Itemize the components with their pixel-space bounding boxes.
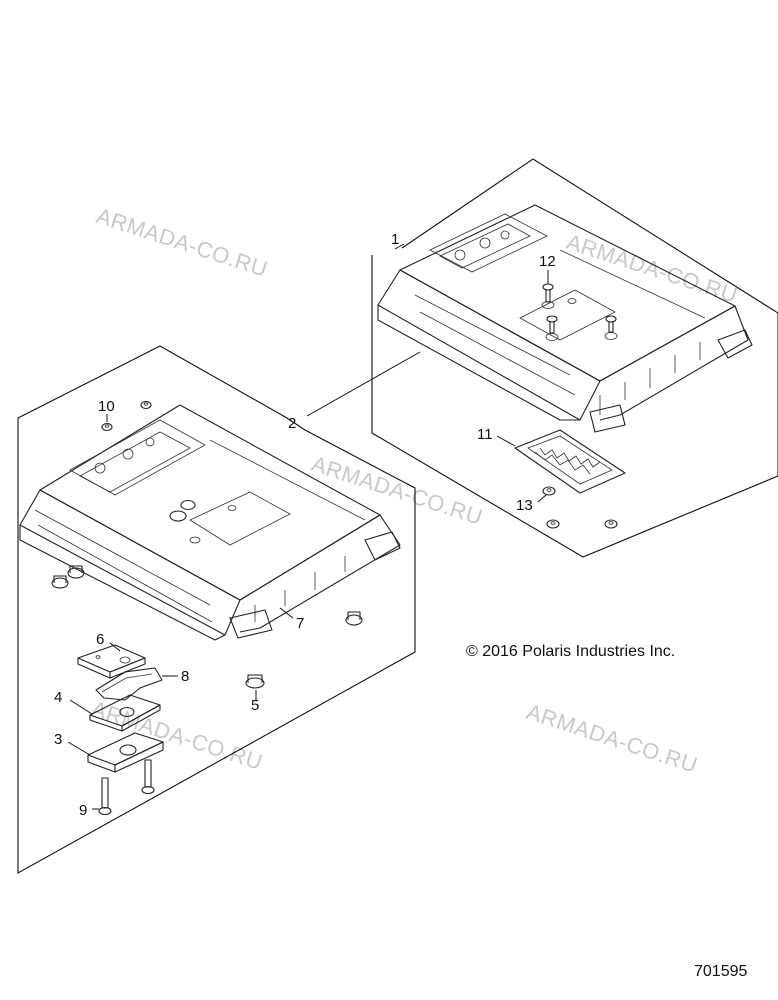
callout-4: 4	[54, 689, 62, 706]
copyright-notice: © 2016 Polaris Industries Inc.	[466, 643, 676, 660]
part-8-spring-clip	[95, 667, 163, 701]
watermark: ARMADA-CO.RU	[93, 203, 270, 282]
callout-12: 12	[539, 253, 556, 270]
upper-seat-base	[377, 204, 753, 433]
drawing-number: 701595	[694, 963, 748, 980]
callout-9: 9	[79, 802, 87, 819]
part-3-bracket	[87, 732, 164, 773]
callout-11: 11	[477, 426, 493, 443]
callout-3: 3	[54, 731, 62, 748]
callout-2: 2	[288, 415, 296, 432]
watermark: ARMADA-CO.RU	[523, 699, 700, 778]
assembly-box-1	[371, 158, 778, 558]
callout-labels: 1 2 3 4 5 6 7 8 9 10 11 12 13	[54, 231, 556, 819]
part-7-seat-base	[19, 404, 401, 641]
callout-10: 10	[98, 398, 115, 415]
callout-7: 7	[296, 615, 304, 632]
part-9-bolts	[98, 759, 155, 816]
part-4-leader	[69, 699, 93, 715]
part-7-leader	[279, 607, 294, 619]
part-11-gasket	[514, 429, 626, 494]
box-2-leader	[306, 351, 421, 417]
part-10-nuts	[101, 400, 152, 432]
assembly-box-2	[17, 345, 416, 874]
callout-6: 6	[96, 631, 104, 648]
part-4-plate	[89, 694, 161, 732]
part-6-latch	[77, 644, 146, 679]
watermark: ARMADA-CO.RU	[88, 696, 265, 775]
part-6-leader	[109, 642, 121, 652]
part-13-nuts	[542, 486, 618, 529]
part-11-leader	[496, 435, 516, 447]
part-3-leader	[67, 741, 91, 756]
callout-8: 8	[181, 668, 189, 685]
part-13-leader	[537, 494, 547, 503]
part-5-bumpers	[51, 565, 363, 689]
callout-1: 1	[391, 231, 399, 248]
callout-5: 5	[251, 697, 259, 714]
box-1-leader	[394, 243, 405, 250]
callout-13: 13	[516, 497, 533, 514]
